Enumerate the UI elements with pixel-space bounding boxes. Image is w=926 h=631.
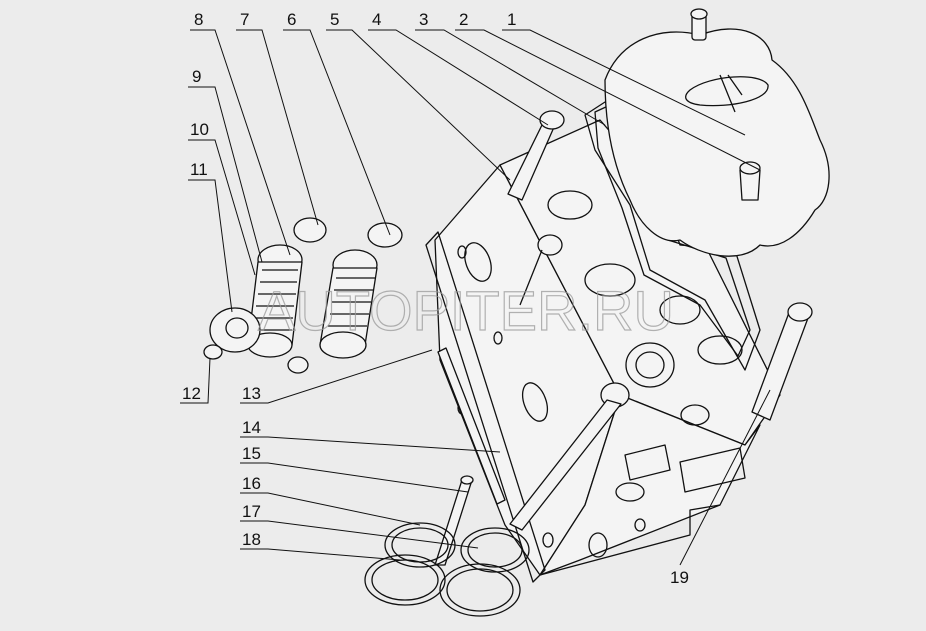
spring-seat-washer [203, 307, 261, 360]
leader-lines [180, 29, 771, 566]
valve-spring-left [247, 217, 327, 358]
head-bolt-front [509, 382, 630, 531]
valve-spring-right [287, 222, 403, 374]
callout-16: 16 [242, 474, 261, 493]
cover-bolt-2 [739, 161, 761, 201]
valve-stem-14 [437, 347, 506, 505]
cover-bolt-top [690, 8, 708, 41]
callout-8: 8 [194, 10, 203, 29]
head-bolt-19 [751, 302, 813, 421]
callout-7: 7 [240, 10, 249, 29]
callout-6: 6 [287, 10, 296, 29]
callout-2: 2 [459, 10, 468, 29]
valve-seat-ring-18-right [439, 563, 521, 617]
callout-15: 15 [242, 444, 261, 463]
callout-18: 18 [242, 530, 261, 549]
callout-12: 12 [182, 384, 201, 403]
valve-cover [604, 28, 830, 257]
callout-labels: 1 2 3 4 5 6 7 8 9 10 11 12 13 14 15 16 1… [182, 10, 689, 587]
callout-5: 5 [330, 10, 339, 29]
callout-3: 3 [419, 10, 428, 29]
head-gasket [425, 231, 546, 583]
callout-9: 9 [192, 67, 201, 86]
cylinder-head-block [434, 119, 781, 576]
callout-13: 13 [242, 384, 261, 403]
valve-seat-ring-17 [460, 527, 530, 573]
callout-14: 14 [242, 418, 261, 437]
callout-1: 1 [507, 10, 516, 29]
head-bolt-mid [519, 234, 563, 306]
callout-11: 11 [190, 160, 208, 179]
valve-seat-ring-18-left [364, 554, 446, 606]
watermark-text: AUTOPITER.RU [258, 279, 674, 342]
callout-4: 4 [372, 10, 381, 29]
callout-17: 17 [242, 502, 261, 521]
callout-10: 10 [190, 120, 209, 139]
callout-19: 19 [670, 568, 689, 587]
